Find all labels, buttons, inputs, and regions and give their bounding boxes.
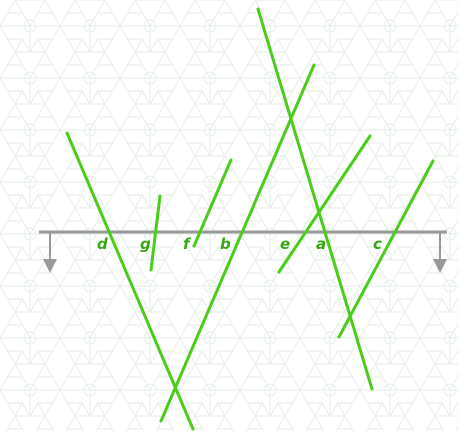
- label-g: g: [140, 235, 151, 253]
- stick-e[interactable]: [277, 134, 372, 274]
- stick-f[interactable]: [192, 158, 233, 248]
- label-a: a: [316, 235, 326, 253]
- stick-c[interactable]: [337, 159, 435, 339]
- stick-a[interactable]: [256, 7, 374, 391]
- label-e: e: [280, 235, 290, 253]
- stick-labels: d g f b e a c: [97, 235, 382, 253]
- label-b: b: [220, 235, 231, 253]
- label-f: f: [183, 235, 192, 253]
- sticks: [65, 7, 435, 431]
- label-d: d: [97, 235, 108, 253]
- label-c: c: [373, 235, 382, 253]
- stick-g[interactable]: [149, 194, 162, 272]
- stick-d[interactable]: [65, 131, 195, 431]
- arrow-down-icon: [43, 259, 57, 273]
- arrow-down-icon: [433, 259, 447, 273]
- stick-b[interactable]: [159, 63, 316, 423]
